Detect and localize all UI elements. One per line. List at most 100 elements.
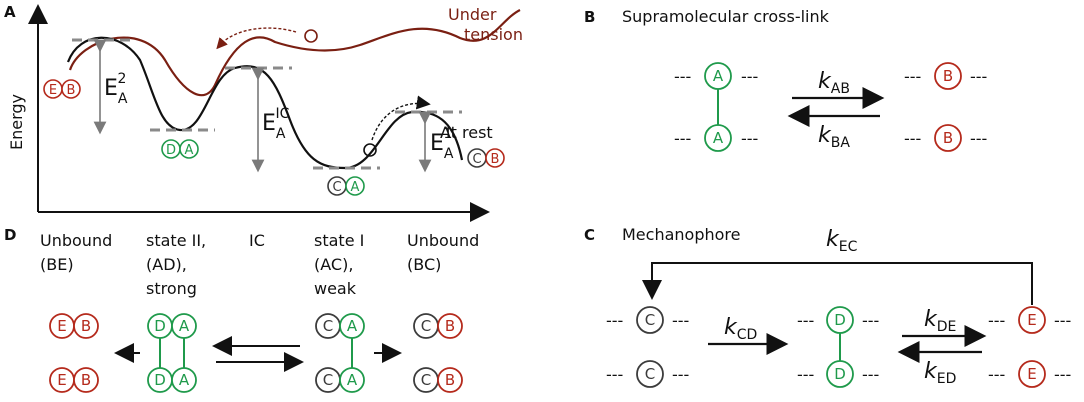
k-ab-label: kAB (818, 69, 850, 97)
c-species-c: --- --- C --- --- C (606, 306, 689, 388)
svg-text:---: --- (674, 129, 691, 148)
rest-ball (363, 143, 377, 157)
svg-text:B: B (81, 371, 91, 389)
svg-text:---: --- (797, 365, 814, 384)
svg-text:D: D (834, 365, 846, 383)
k-ec-arrow (642, 262, 1033, 305)
d-col2-line1: state II, (146, 231, 206, 250)
e1-label: EA1 (430, 126, 454, 162)
svg-text:---: --- (674, 67, 691, 86)
svg-text:---: --- (741, 67, 758, 86)
svg-text:D: D (166, 143, 176, 158)
eic-label: EAIC (262, 106, 290, 142)
svg-text:C: C (472, 152, 481, 167)
e2-label: EA2 (104, 71, 128, 107)
svg-text:D: D (834, 311, 846, 329)
k-de-label: kDE (924, 307, 956, 335)
d-cb-pairs: C B C B (413, 313, 463, 393)
d-col4-line3: weak (314, 279, 357, 298)
tension-ball (304, 29, 318, 43)
under-tension-curve (68, 9, 521, 97)
under-tension-label-1: Under (448, 5, 497, 24)
svg-text:A: A (185, 143, 194, 158)
d-col3-line1: IC (249, 231, 265, 250)
svg-text:C: C (645, 311, 655, 329)
svg-text:A: A (347, 317, 358, 335)
k-cd-label: kCD (724, 315, 757, 343)
svg-text:A: A (179, 317, 190, 335)
svg-text:---: --- (1054, 311, 1071, 330)
svg-text:B: B (81, 317, 91, 335)
d-col5-line1: Unbound (407, 231, 479, 250)
svg-text:A: A (347, 371, 358, 389)
svg-text:A: A (713, 129, 724, 147)
d-col2-line2: (AD), (146, 255, 187, 274)
svg-text:C: C (421, 371, 431, 389)
panel-b-title: Supramolecular cross-link (622, 7, 830, 26)
b-right-pair: --- --- B --- --- B (904, 62, 987, 152)
panel-a-label: A (4, 3, 16, 21)
svg-text:B: B (943, 67, 953, 85)
svg-text:A: A (351, 180, 360, 195)
svg-text:E: E (1027, 311, 1036, 329)
svg-text:---: --- (741, 129, 758, 148)
pair-eb-a: E B (43, 79, 81, 99)
svg-text:---: --- (797, 311, 814, 330)
k-ec-label: kEC (826, 227, 858, 255)
panel-d-label: D (4, 226, 16, 244)
energy-axis-label: Energy (7, 94, 26, 150)
svg-text:---: --- (988, 311, 1005, 330)
panel-c-label: C (584, 226, 595, 244)
c-species-d: --- --- D --- --- D (797, 306, 879, 388)
svg-text:A: A (713, 67, 724, 85)
svg-text:C: C (323, 317, 333, 335)
svg-text:B: B (943, 129, 953, 147)
svg-text:B: B (67, 83, 76, 98)
d-col4-line2: (AC), (314, 255, 353, 274)
at-rest-label: At rest (440, 123, 493, 142)
svg-text:---: --- (904, 129, 921, 148)
b-left-pair: --- --- A --- --- A (674, 62, 758, 152)
d-col5-line2: (BC) (407, 255, 441, 274)
tension-path-arrow (216, 27, 297, 50)
svg-text:---: --- (672, 311, 689, 330)
svg-text:C: C (645, 365, 655, 383)
k-ba-label: kBA (818, 123, 850, 151)
svg-text:C: C (421, 317, 431, 335)
svg-text:---: --- (970, 67, 987, 86)
svg-text:D: D (154, 317, 166, 335)
d-col1-line1: Unbound (40, 231, 112, 250)
svg-text:E: E (1027, 365, 1036, 383)
under-tension-label-2: tension (464, 25, 523, 44)
d-col2-line3: strong (146, 279, 197, 298)
svg-text:E: E (49, 83, 57, 98)
rest-path-arrow (371, 95, 431, 141)
svg-text:A: A (179, 371, 190, 389)
pair-cb-a: C B (467, 148, 505, 168)
svg-text:---: --- (970, 129, 987, 148)
svg-text:C: C (332, 180, 341, 195)
svg-text:---: --- (988, 365, 1005, 384)
d-da-pairs: D A D A (147, 313, 197, 393)
pair-ca-a: C A (327, 176, 365, 196)
d-col4-line1: state I (314, 231, 364, 250)
svg-text:E: E (57, 317, 66, 335)
d-col1-line2: (BE) (40, 255, 74, 274)
svg-text:---: --- (862, 365, 879, 384)
svg-text:---: --- (606, 311, 623, 330)
svg-text:D: D (154, 371, 166, 389)
pair-da-a: D A (161, 139, 199, 159)
svg-text:---: --- (862, 311, 879, 330)
c-species-e: --- --- E --- --- E (988, 306, 1071, 388)
svg-text:B: B (491, 152, 500, 167)
svg-text:---: --- (672, 365, 689, 384)
svg-text:---: --- (1054, 365, 1071, 384)
panel-c-title: Mechanophore (622, 225, 740, 244)
panel-b-label: B (584, 8, 595, 26)
svg-text:E: E (57, 371, 66, 389)
at-rest-curve (66, 36, 464, 170)
svg-text:B: B (445, 317, 455, 335)
d-ca-pairs: C A C A (315, 313, 365, 393)
svg-text:C: C (323, 371, 333, 389)
